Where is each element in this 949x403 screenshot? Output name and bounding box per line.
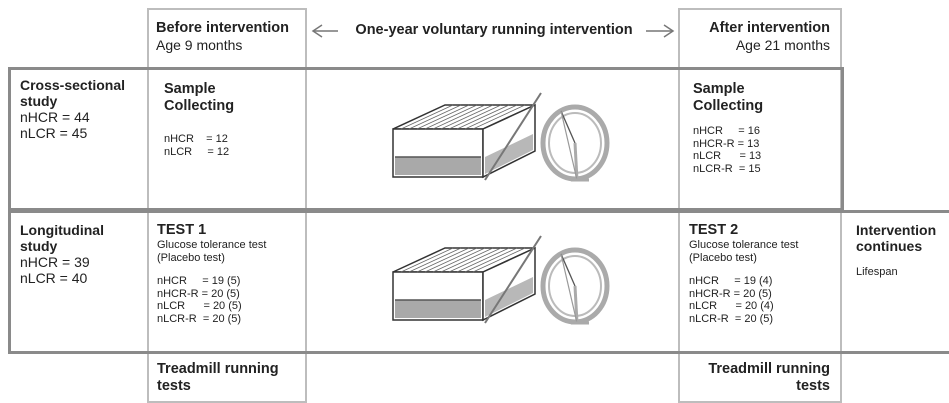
list-item: nHCR = 19 (5) [157,275,241,287]
before-header: Before intervention Age 9 months [156,20,289,53]
list-item: nLCR = 20 (4) [689,300,774,312]
sample-collecting-title-2: Collecting [693,98,764,114]
cross-sectional-after: Sample Collecting nHCR = 16 nHCR-R = 13 … [693,81,763,175]
longitudinal-nhcr: nHCR = 39 [20,254,90,270]
sample-collecting-title-2: Collecting [164,98,235,114]
list-item: nLCR = 13 [693,150,762,162]
treadmill-after-line2: tests [796,378,830,394]
after-header: After intervention Age 21 months [688,20,830,53]
test2-block: TEST 2 Glucose tolerance test (Placebo t… [689,222,798,325]
test1-list: nHCR = 19 (5) nHCR-R = 20 (5) nLCR = 20 … [157,275,266,325]
cage-wheel-illustration [392,92,610,182]
running-wheel-icon [540,247,610,325]
list-item: nHCR = 12 [164,133,228,145]
intervention-arrow: One-year voluntary running intervention [310,20,676,42]
cage-wheel-illustration [392,235,610,325]
cross-sectional-after-list: nHCR = 16 nHCR-R = 13 nLCR = 13 nLCR-R =… [693,125,763,175]
slash-divider [484,235,542,324]
slash-divider [484,92,542,181]
sample-collecting-title-1: Sample [164,81,216,97]
list-item: nLCR-R = 20 (5) [689,312,774,325]
before-header-age: Age 9 months [156,37,243,53]
test1-subtitle-2: (Placebo test) [157,252,225,264]
cross-sectional-before-list: nHCR = 12 nLCR = 12 [164,133,234,158]
intervention-continues-title-1: Intervention [856,222,937,238]
list-item: nLCR-R = 20 (5) [157,312,242,325]
list-item: nLCR = 12 [164,145,230,158]
longitudinal-nlcr: nLCR = 40 [20,270,88,286]
list-item: nHCR = 19 (4) [689,275,773,287]
sample-collecting-title-1: Sample [693,81,745,97]
longitudinal-title-1: Longitudinal [20,222,104,238]
cross-sectional-before: Sample Collecting nHCR = 12 nLCR = 12 [164,81,234,158]
cross-sectional-nhcr: nHCR = 44 [20,109,90,125]
lifespan-label: Lifespan [856,266,898,278]
cross-sectional-title-1: Cross-sectional [20,77,126,93]
cage-icon [392,103,536,179]
test2-title: TEST 2 [689,222,739,238]
after-header-title: After intervention [709,20,830,36]
test2-subtitle-2: (Placebo test) [689,252,757,264]
treadmill-after-line1: Treadmill running [708,361,830,377]
longitudinal-row-frame [8,210,949,354]
double-arrow-icon [311,24,675,38]
cross-sectional-row-frame [8,67,844,211]
test1-title: TEST 1 [157,222,207,238]
intervention-continues: Intervention continues Lifespan [856,222,936,279]
longitudinal-title-2: study [20,238,58,254]
treadmill-before-line1: Treadmill running [157,361,279,377]
before-header-title: Before intervention [156,20,289,36]
cross-sectional-label: Cross-sectional study nHCR = 44 nLCR = 4… [20,77,125,141]
cross-sectional-nlcr: nLCR = 45 [20,125,88,141]
list-item: nLCR = 20 (5) [157,300,242,312]
cage-icon [392,246,536,322]
test2-list: nHCR = 19 (4) nHCR-R = 20 (5) nLCR = 20 … [689,275,798,325]
treadmill-after: Treadmill running tests [690,361,830,395]
intervention-label: One-year voluntary running intervention [355,22,633,38]
after-header-age: Age 21 months [735,37,830,53]
intervention-continues-title-2: continues [856,238,923,254]
list-item: nHCR = 16 [693,125,760,137]
treadmill-before-line2: tests [157,378,191,394]
list-item: nLCR-R = 15 [693,162,761,175]
running-wheel-icon [540,104,610,182]
test2-subtitle-1: Glucose tolerance test [689,239,799,251]
list-item: nHCR-R = 20 (5) [157,287,240,300]
list-item: nHCR-R = 20 (5) [689,287,772,300]
list-item: nHCR-R = 13 [693,137,760,150]
test1-block: TEST 1 Glucose tolerance test (Placebo t… [157,222,266,325]
treadmill-before: Treadmill running tests [157,361,279,395]
longitudinal-label: Longitudinal study nHCR = 39 nLCR = 40 [20,222,104,286]
test1-subtitle-1: Glucose tolerance test [157,239,267,251]
cross-sectional-title-2: study [20,93,58,109]
